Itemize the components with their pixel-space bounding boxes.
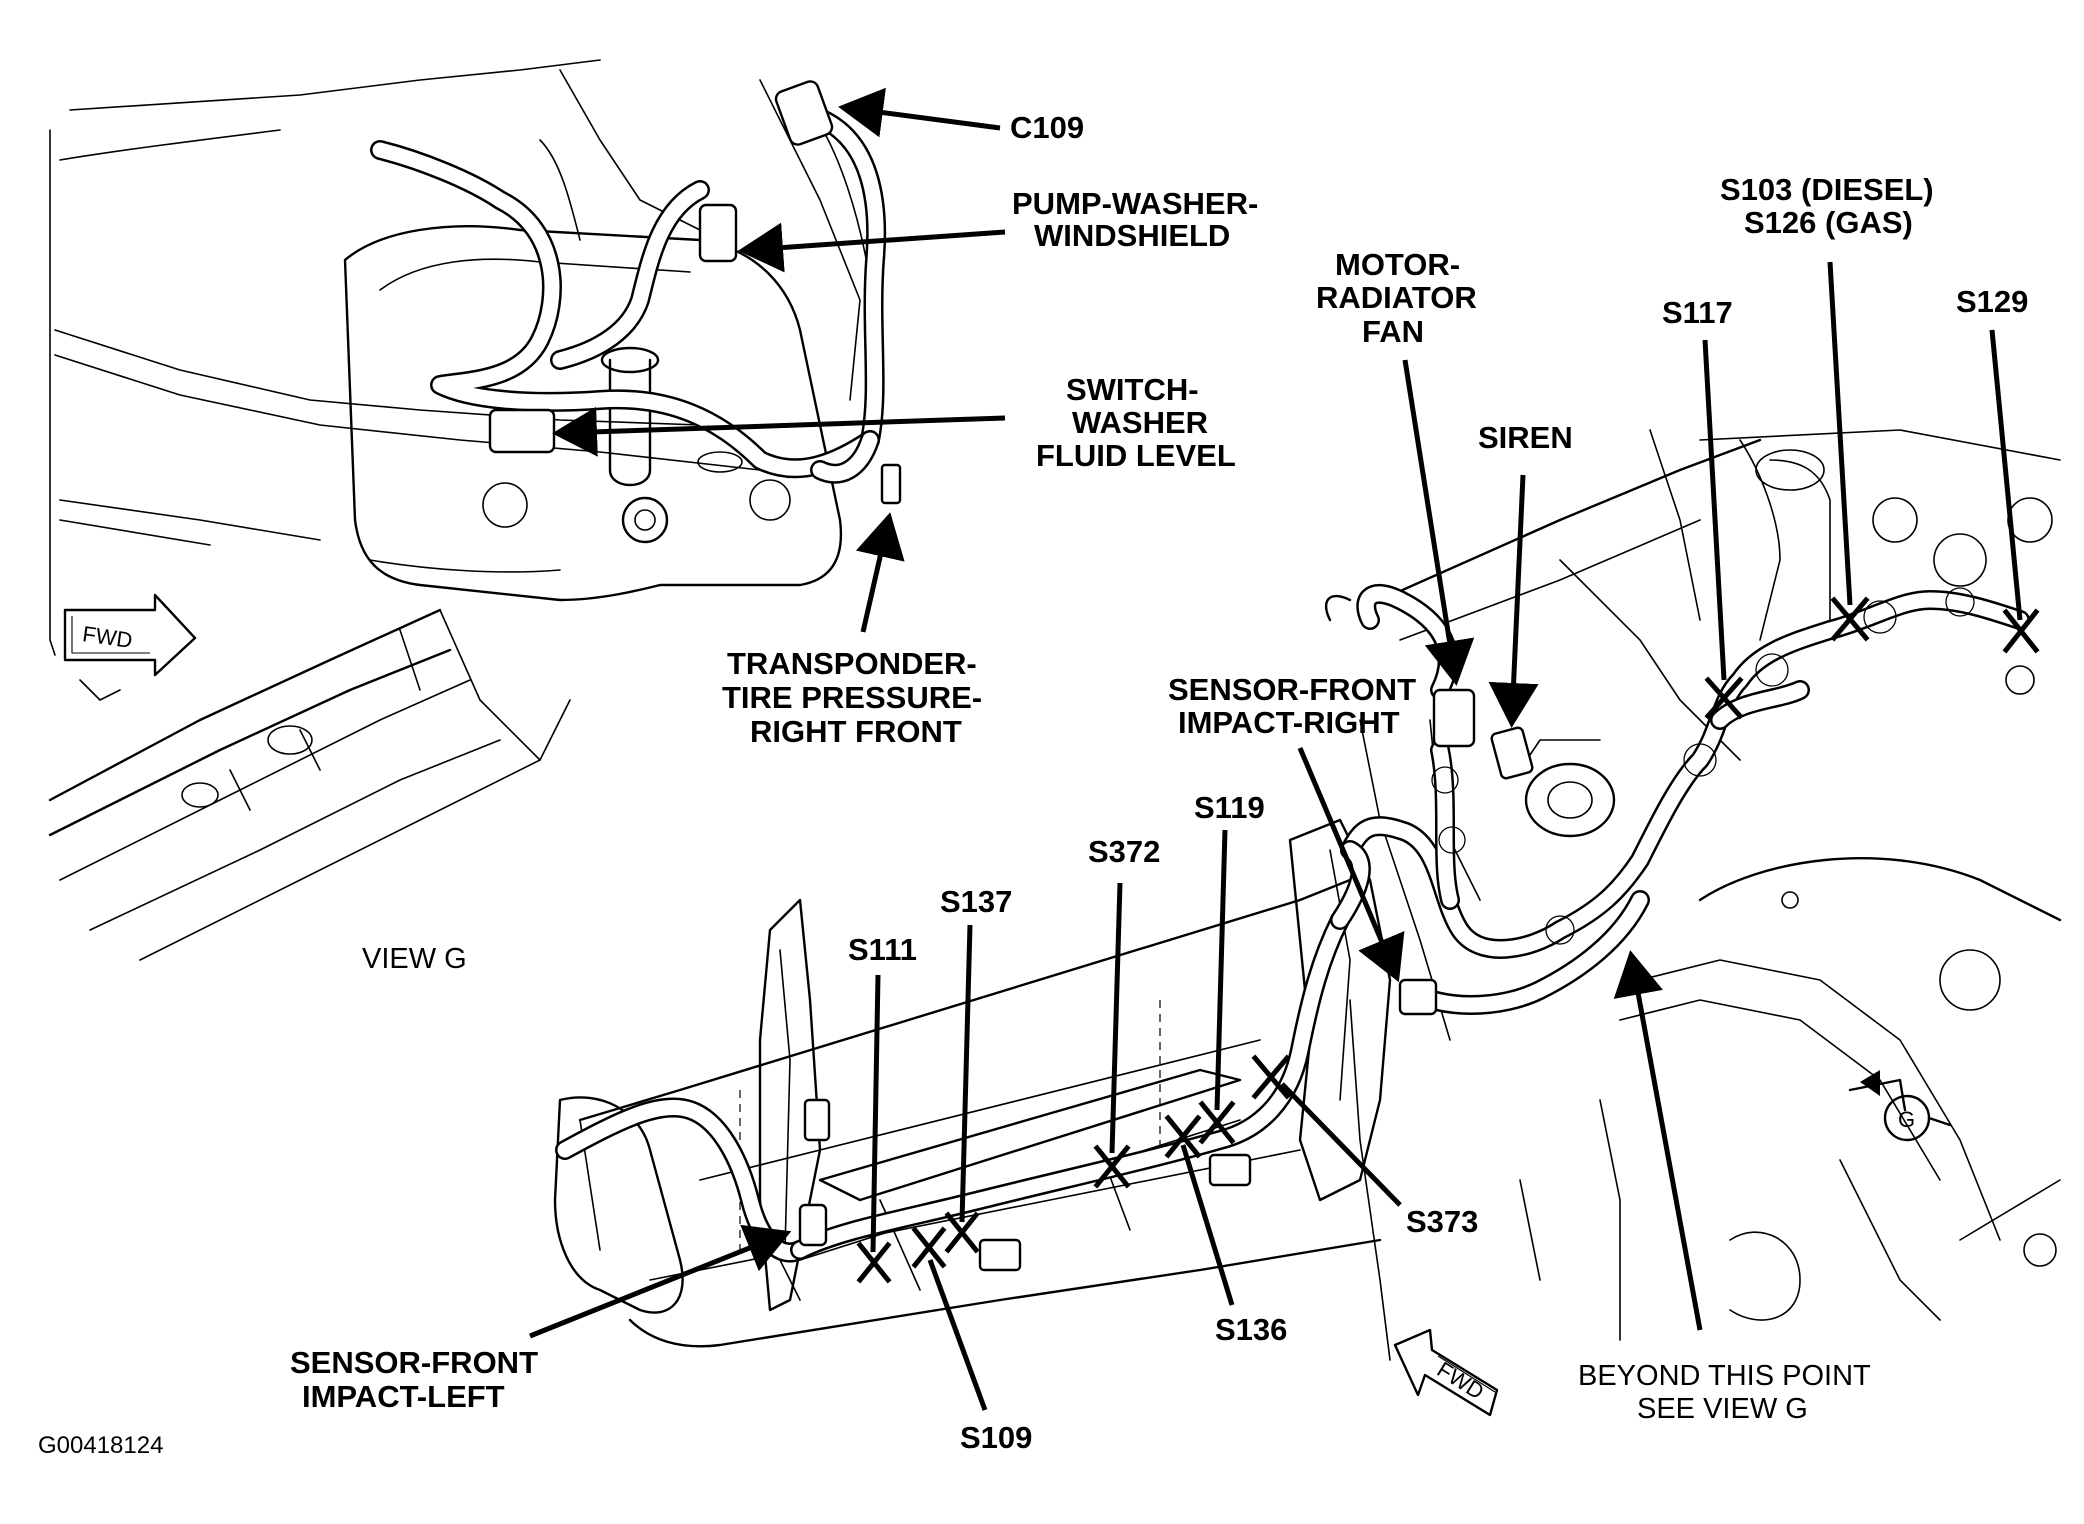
label-switch-line3: FLUID LEVEL [1036,438,1236,473]
x-s109 [911,1226,947,1269]
label-sfl-line1: SENSOR-FRONT [290,1345,538,1380]
label-tpms-line3: RIGHT FRONT [750,714,962,749]
label-pump-washer-line1: PUMP-WASHER- [1012,186,1258,221]
fwd-arrow-lower: FWD [1393,1328,1499,1417]
label-pump-washer-line2: WINDSHIELD [1034,218,1230,253]
label-switch-line1: SWITCH- [1066,372,1199,407]
leader-arrows [529,87,2023,1411]
g-marker-label: G [1898,1107,1915,1132]
label-s111: S111 [848,932,917,967]
x-s373 [1251,1054,1291,1100]
label-sfr-line1: SENSOR-FRONT [1168,672,1416,707]
label-sfr-line2: IMPACT-RIGHT [1178,705,1400,740]
x-s137 [944,1211,980,1254]
x-s136 [1164,1114,1202,1159]
label-s129: S129 [1956,284,2028,319]
x-s103 [1830,596,1870,642]
figure-id: G00418124 [38,1432,163,1459]
label-motor-line2: RADIATOR [1316,280,1477,315]
label-s372: S372 [1088,834,1160,869]
label-beyond-line2: SEE VIEW G [1637,1393,1808,1425]
x-s111 [856,1241,892,1284]
view-g-marker: G [1848,1070,1952,1142]
label-s109: S109 [960,1420,1032,1455]
label-s117: S117 [1662,295,1733,330]
label-tpms-line2: TIRE PRESSURE- [722,680,982,715]
label-s373: S373 [1406,1204,1478,1239]
x-s129 [2002,608,2040,654]
x-s117 [1704,676,1744,720]
view-label: VIEW G [362,943,467,975]
label-s103: S103 (DIESEL) [1720,172,1934,207]
label-beyond-line1: BEYOND THIS POINT [1578,1360,1871,1392]
view-g-inset: FWD [48,59,902,961]
label-c109: C109 [1010,110,1084,145]
label-motor-line3: FAN [1362,314,1424,349]
label-tpms-line1: TRANSPONDER- [727,646,977,681]
splice-marks [856,596,2040,1284]
label-s119: S119 [1194,790,1265,825]
x-s372 [1093,1144,1131,1189]
front-end-assembly: G FWD [553,429,2062,1417]
label-s126: S126 (GAS) [1744,205,1913,240]
label-motor-line1: MOTOR- [1335,247,1460,282]
label-siren: SIREN [1478,420,1573,455]
fwd-arrow-upper: FWD [63,593,197,677]
label-s136: S136 [1215,1312,1287,1347]
label-switch-line2: WASHER [1072,405,1208,440]
label-sfl-line2: IMPACT-LEFT [302,1379,505,1414]
label-s137: S137 [940,884,1012,919]
fwd-label-upper: FWD [81,621,134,653]
labels: C109 PUMP-WASHER- WINDSHIELD SWITCH- WAS… [38,110,2028,1459]
x-s119 [1198,1100,1236,1145]
